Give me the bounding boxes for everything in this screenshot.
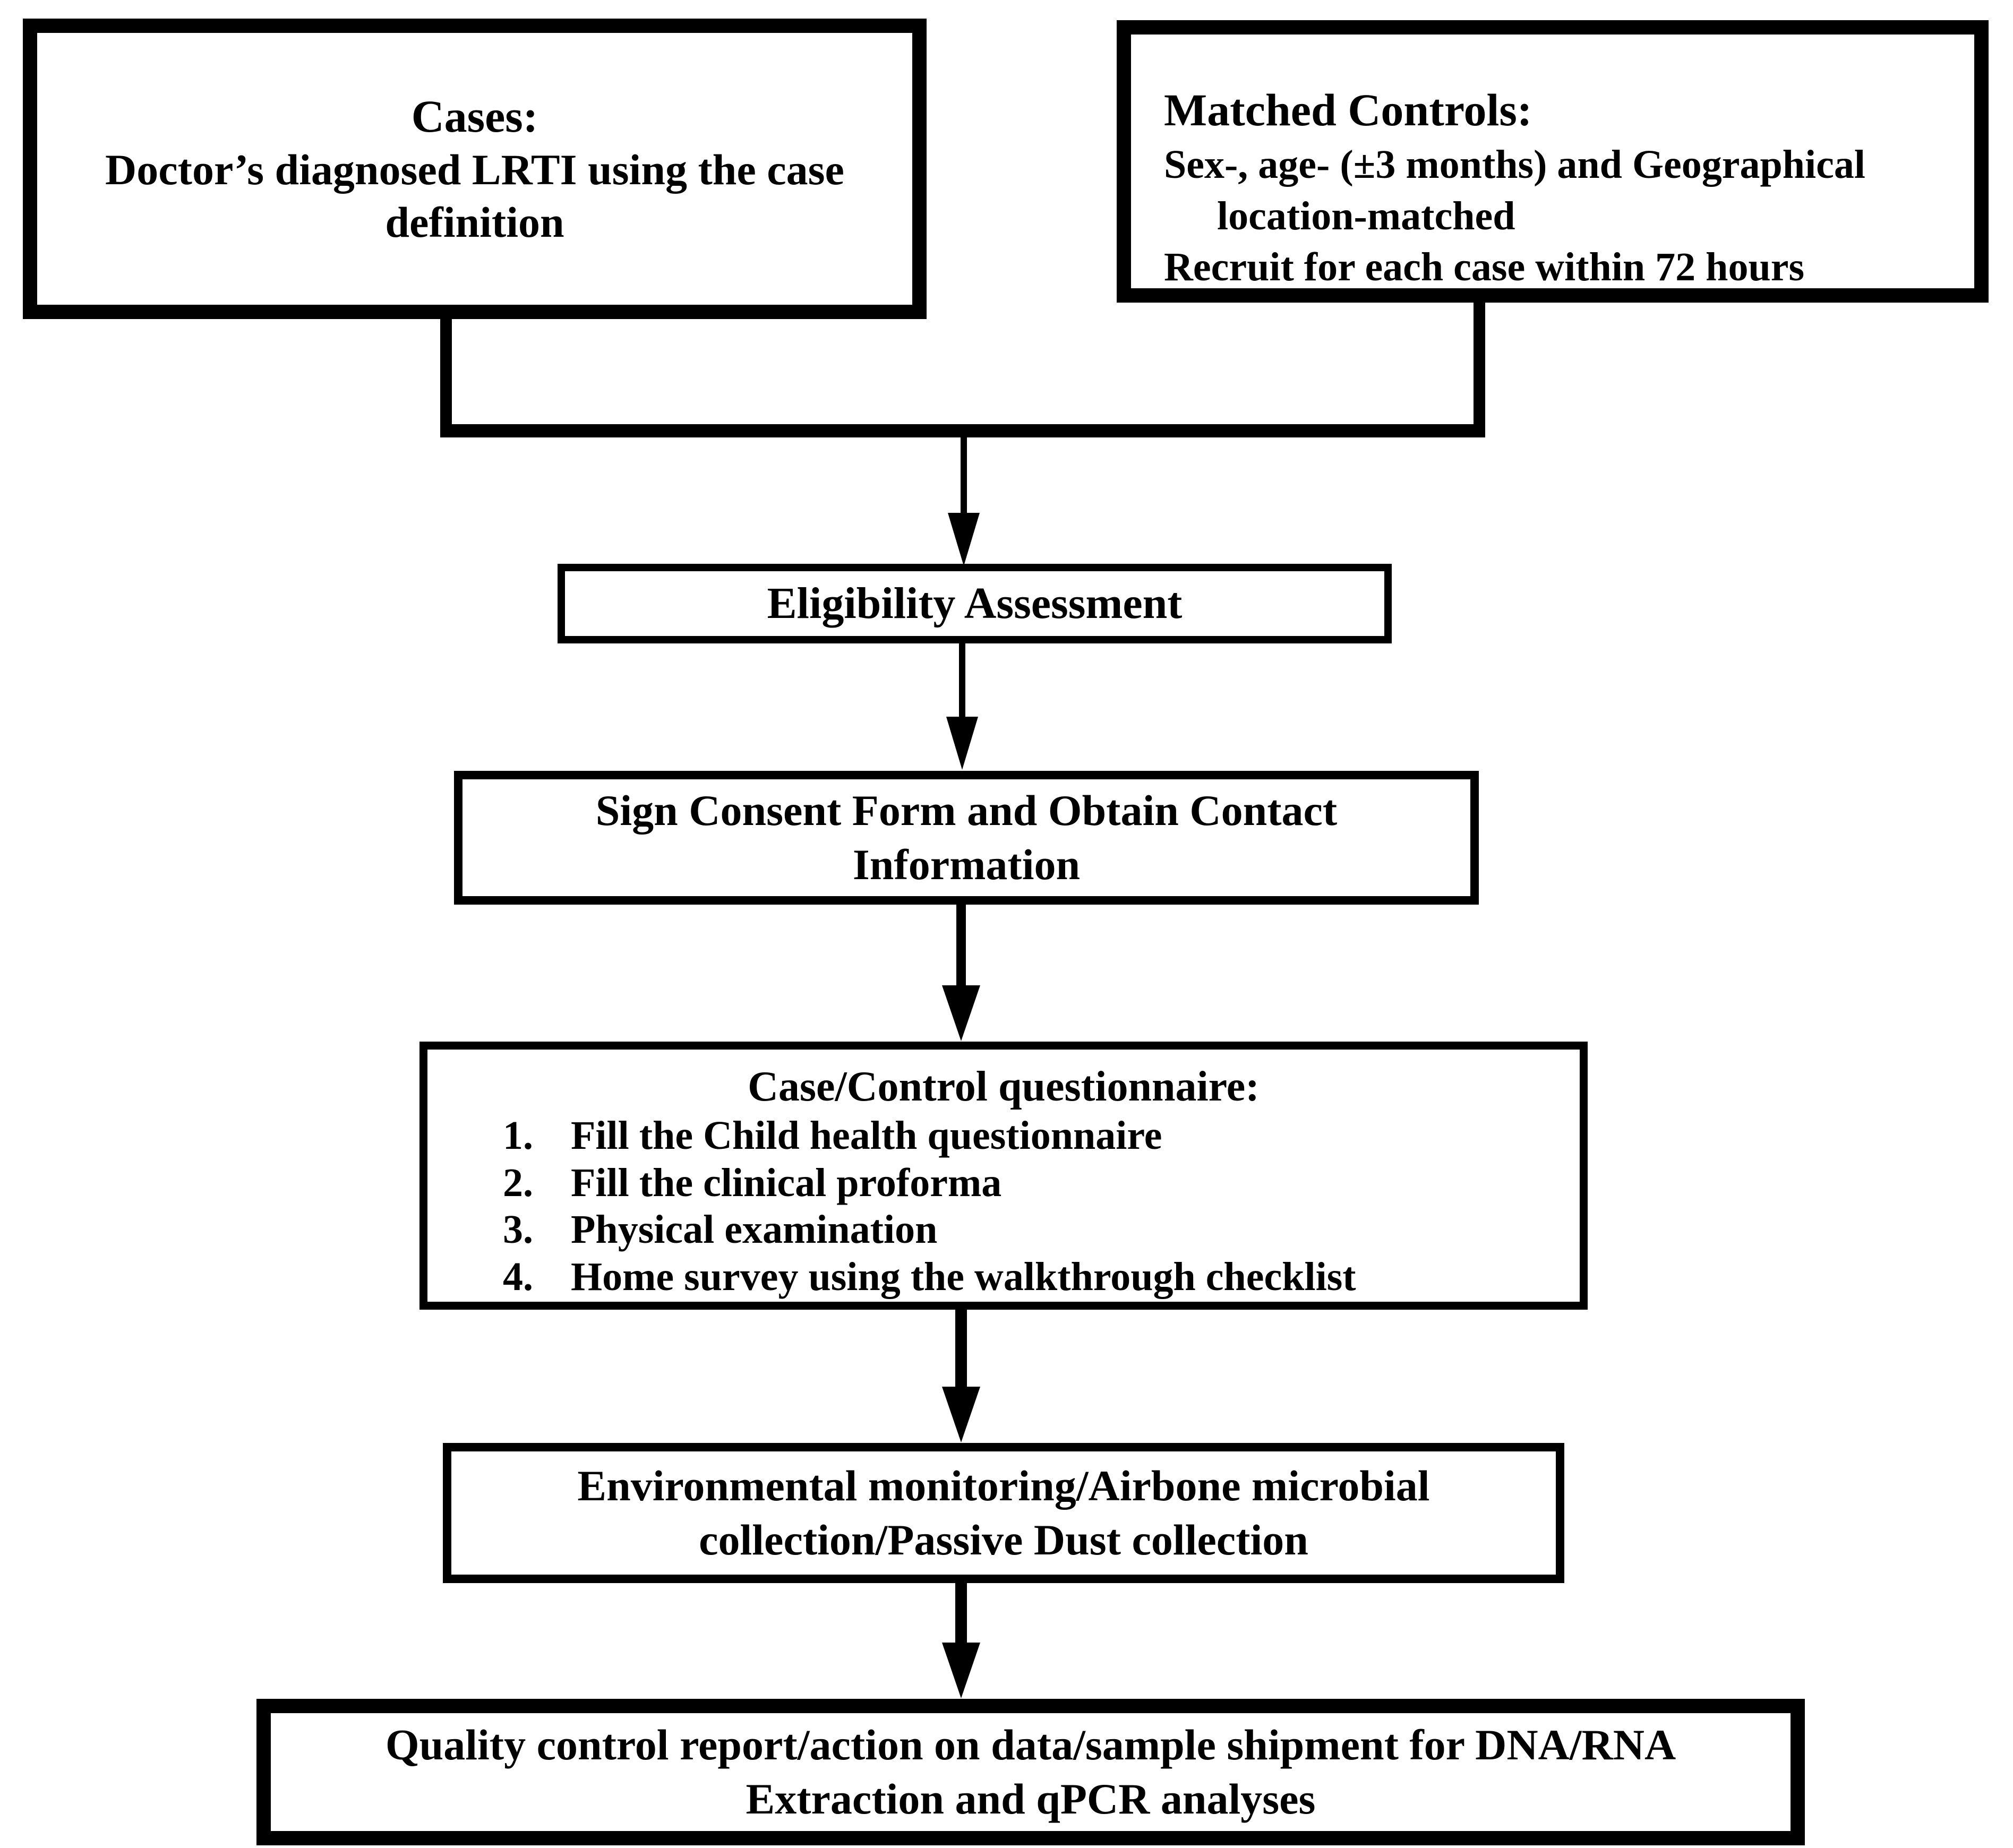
connector-joiner-bar (440, 424, 1485, 437)
node-environment: Environmental monitoring/Airbone microbi… (443, 1443, 1564, 1583)
item-number: 3. (503, 1207, 533, 1252)
consent-line-1: Sign Consent Form and Obtain Contact (595, 786, 1338, 835)
questionnaire-item: 3. Physical examination (427, 1206, 1580, 1253)
arrow-down-icon (942, 1387, 980, 1442)
consent-line-2: Information (852, 840, 1081, 889)
cases-body: Doctor’s diagnosed LRTI using the case d… (105, 145, 844, 246)
environment-line-2: collection/Passive Dust collection (699, 1516, 1308, 1564)
node-quality: Quality control report/action on data/sa… (256, 1699, 1805, 1845)
item-number: 2. (503, 1160, 533, 1205)
quality-line-1: Quality control report/action on data/sa… (385, 1720, 1676, 1769)
eligibility-label: Eligibility Assessment (767, 579, 1183, 628)
connector-left-leg (440, 318, 452, 431)
arrow-1-shaft (961, 437, 967, 517)
matched-controls-line-2: location-matched (1217, 193, 1515, 238)
matched-controls-line-1: Sex-, age- (±3 months) and Geographical (1164, 142, 1866, 187)
quality-line-2: Extraction and qPCR analyses (746, 1775, 1316, 1823)
arrow-2-shaft (959, 643, 965, 723)
questionnaire-item: 1. Fill the Child health questionnaire (427, 1112, 1580, 1159)
questionnaire-title: Case/Control questionnaire: (748, 1063, 1260, 1110)
arrow-5-shaft (955, 1583, 967, 1647)
arrow-down-icon (942, 1643, 980, 1698)
item-text: Home survey using the walkthrough checkl… (571, 1254, 1356, 1300)
node-consent: Sign Consent Form and Obtain Contact Inf… (454, 771, 1479, 905)
cases-title: Cases: (411, 91, 538, 142)
arrow-4-shaft (955, 1310, 967, 1392)
environment-line-1: Environmental monitoring/Airbone microbi… (577, 1462, 1430, 1510)
questionnaire-item: 4. Home survey using the walkthrough che… (427, 1253, 1580, 1301)
matched-controls-line-3: Recruit for each case within 72 hours (1164, 245, 1805, 290)
questionnaire-item: 2. Fill the clinical proforma (427, 1159, 1580, 1207)
node-questionnaire: Case/Control questionnaire: 1. Fill the … (419, 1042, 1588, 1310)
arrow-down-icon (946, 717, 978, 770)
arrow-3-shaft (956, 905, 966, 990)
item-text: Fill the Child health questionnaire (571, 1113, 1162, 1158)
matched-controls-title: Matched Controls: (1164, 84, 1532, 135)
node-eligibility: Eligibility Assessment (558, 564, 1392, 643)
connector-right-leg (1474, 302, 1485, 431)
node-matched-controls: Matched Controls: Sex-, age- (±3 months)… (1117, 20, 1989, 303)
arrow-down-icon (942, 985, 980, 1041)
arrow-down-icon (948, 513, 980, 566)
item-text: Fill the clinical proforma (571, 1160, 1002, 1205)
node-cases: Cases: Doctor’s diagnosed LRTI using the… (23, 19, 927, 319)
item-number: 1. (503, 1113, 533, 1158)
item-number: 4. (503, 1254, 533, 1300)
item-text: Physical examination (571, 1207, 938, 1252)
